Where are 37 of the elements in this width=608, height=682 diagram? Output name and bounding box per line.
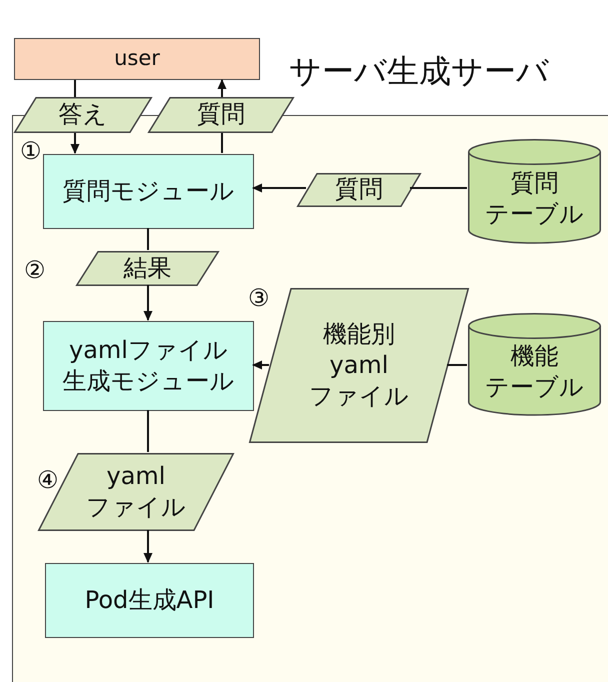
user-box	[14, 38, 260, 80]
connector	[70, 133, 80, 154]
node-label: 機能別yamlファイル	[309, 318, 409, 412]
connector	[410, 187, 467, 189]
data-parallelogram	[14, 97, 152, 133]
data-parallelogram	[76, 251, 219, 286]
data-parallelogram	[38, 453, 234, 531]
node-label: yamlファイル生成モジュール	[62, 334, 234, 397]
api-box	[45, 563, 254, 638]
node-label: Pod生成API	[84, 584, 214, 616]
node-label: 質問	[197, 99, 245, 130]
connector	[447, 364, 467, 366]
step-number: ②	[24, 256, 46, 284]
data-parallelogram	[297, 173, 421, 207]
connector	[252, 184, 306, 192]
node-label: user	[114, 45, 160, 72]
node-label: 答え	[58, 99, 108, 130]
data-parallelogram	[249, 288, 469, 443]
node-label: 質問	[335, 174, 383, 206]
connector	[147, 228, 149, 250]
connector	[147, 410, 149, 452]
module-box	[43, 321, 254, 411]
module-box	[43, 154, 254, 229]
panel-title: サーバ生成サーバ	[289, 51, 549, 92]
connector	[221, 133, 223, 153]
connector	[144, 530, 152, 563]
node-label: 質問モジュール	[62, 176, 234, 207]
connector	[252, 360, 269, 370]
step-number: ③	[248, 284, 270, 312]
connector	[218, 79, 226, 97]
connector	[144, 285, 152, 321]
node-label: yamlファイル	[86, 460, 186, 523]
step-number: ④	[37, 466, 59, 494]
node-label: 結果	[124, 252, 172, 284]
connector	[74, 80, 76, 97]
step-number: ①	[20, 137, 42, 165]
data-parallelogram	[148, 97, 294, 133]
